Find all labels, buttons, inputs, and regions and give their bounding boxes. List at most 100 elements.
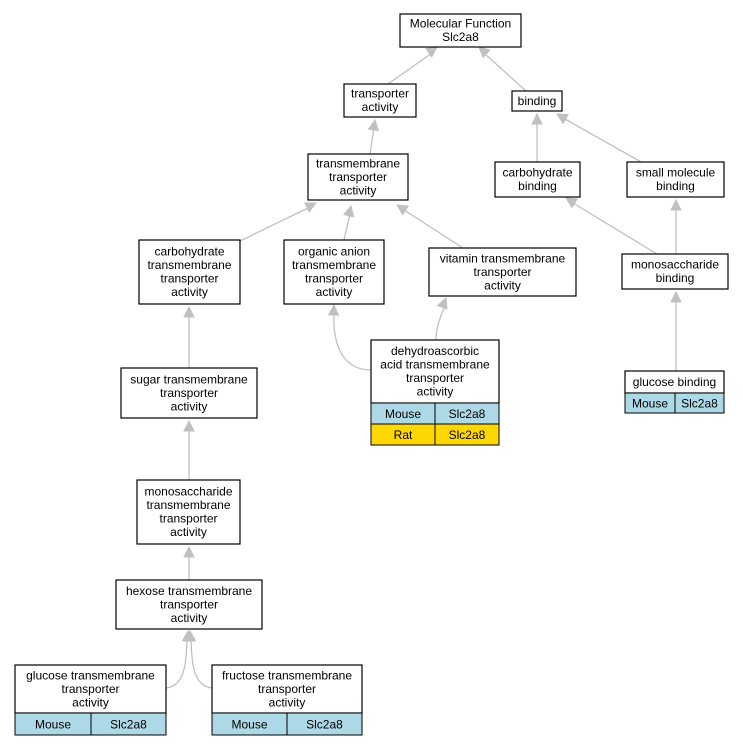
species-label: Mouse bbox=[231, 718, 267, 732]
node-label-line: hexose transmembrane bbox=[126, 584, 252, 598]
node-box bbox=[14, 664, 167, 714]
node-box bbox=[211, 664, 363, 714]
edge-sugar-tm-to-carb-tm bbox=[183, 305, 195, 368]
node-label-line: activity bbox=[484, 278, 521, 292]
node-fructose-tm[interactable]: fructose transmembranetransporteractivit… bbox=[211, 664, 363, 736]
arrowhead-icon bbox=[184, 629, 197, 642]
edge-carb-tm-to-tm-transporter bbox=[239, 202, 318, 242]
node-box bbox=[136, 479, 241, 545]
node-label-line: fructose transmembrane bbox=[222, 668, 352, 682]
node-label-line: activity bbox=[269, 695, 306, 709]
edge-dha-to-vitamin-tm bbox=[435, 296, 448, 341]
node-box bbox=[399, 13, 522, 48]
arrowhead-icon bbox=[367, 118, 380, 132]
node-box bbox=[494, 161, 581, 198]
arrowhead-icon bbox=[425, 46, 438, 58]
node-box bbox=[307, 153, 409, 201]
edge-vitamin-tm-to-tm-transporter bbox=[396, 204, 464, 249]
node-binding[interactable]: binding bbox=[511, 90, 563, 112]
arrowhead-icon bbox=[396, 204, 409, 216]
node-label-line: activity bbox=[72, 695, 109, 709]
node-label-line: activity bbox=[171, 399, 208, 413]
arrowhead-icon bbox=[342, 204, 355, 218]
node-label-line: transporter bbox=[160, 386, 218, 400]
edge-line bbox=[564, 118, 642, 163]
edge-mono-binding-to-small-molecule bbox=[670, 198, 682, 254]
node-label-line: glucose transmembrane bbox=[26, 668, 155, 682]
edge-line bbox=[572, 202, 658, 255]
edge-line bbox=[403, 209, 464, 249]
nodes-layer: Molecular FunctionSlc2a8transporteractiv… bbox=[14, 13, 729, 736]
node-label-line: transmembrane bbox=[147, 258, 231, 272]
node-label-line: transporter bbox=[473, 265, 531, 279]
node-organic-anion[interactable]: organic aniontransmembranetransporteract… bbox=[283, 239, 385, 305]
edge-binding-to-mf bbox=[478, 46, 527, 92]
gene-label: Slc2a8 bbox=[449, 407, 486, 421]
edge-line bbox=[484, 53, 527, 92]
edge-line bbox=[165, 639, 188, 689]
node-label-line: monosaccharide bbox=[144, 485, 232, 499]
node-label-line: carbohydrate bbox=[154, 245, 224, 259]
edge-line bbox=[387, 52, 433, 85]
gene-label: Slc2a8 bbox=[306, 718, 343, 732]
node-carb-tm[interactable]: carbohydratetransmembranetransporteracti… bbox=[138, 239, 241, 305]
node-label-line: monosaccharide bbox=[631, 258, 719, 272]
arrowhead-icon bbox=[183, 419, 195, 432]
node-label-line: activity bbox=[316, 285, 353, 299]
node-box bbox=[621, 253, 729, 290]
arrowhead-icon bbox=[556, 113, 569, 125]
gene-label: Slc2a8 bbox=[110, 718, 147, 732]
edge-tm-transporter-to-transporter bbox=[367, 118, 380, 155]
gene-label: Slc2a8 bbox=[449, 428, 486, 442]
node-label-line: transporter bbox=[406, 371, 464, 385]
gene-cell bbox=[674, 392, 725, 414]
node-label-line: Molecular Function bbox=[410, 17, 511, 31]
node-label-line: activity bbox=[170, 525, 207, 539]
node-label-line: transporter bbox=[160, 272, 218, 286]
node-label-line: carbohydrate bbox=[502, 166, 572, 180]
arrowhead-icon bbox=[327, 303, 340, 316]
species-label: Mouse bbox=[385, 407, 421, 421]
gene-cell bbox=[434, 423, 500, 446]
node-label-line: activity bbox=[171, 611, 208, 625]
edge-hexose-tm-to-mono-tm bbox=[183, 545, 195, 580]
node-label-line: dehydroascorbic bbox=[391, 344, 479, 358]
node-label-line: transporter bbox=[61, 682, 119, 696]
node-glucose-tm[interactable]: glucose transmembranetransporteractivity… bbox=[14, 664, 167, 736]
node-label-line: small molecule bbox=[636, 166, 716, 180]
gene-cell bbox=[286, 712, 363, 736]
edge-dha-to-organic-anion bbox=[327, 303, 372, 371]
edge-line bbox=[190, 639, 213, 689]
species-label: Mouse bbox=[632, 397, 668, 411]
edge-glucose-binding-to-mono-binding bbox=[670, 290, 682, 371]
node-label-line: transmembrane bbox=[146, 498, 230, 512]
node-box bbox=[283, 239, 385, 305]
gene-label: Slc2a8 bbox=[681, 397, 718, 411]
node-box bbox=[115, 579, 263, 630]
species-label: Mouse bbox=[35, 718, 71, 732]
arrowhead-icon bbox=[531, 112, 543, 125]
node-label-line: transporter bbox=[159, 512, 217, 526]
node-box bbox=[626, 161, 725, 198]
edge-line bbox=[239, 207, 309, 242]
node-box bbox=[343, 83, 417, 118]
node-label-line: transporter bbox=[305, 272, 363, 286]
node-label-line: binding bbox=[518, 94, 557, 108]
edge-line bbox=[435, 307, 445, 341]
node-mono-tm[interactable]: monosaccharidetransmembranetransporterac… bbox=[136, 479, 241, 545]
node-label-line: transmembrane bbox=[292, 258, 376, 272]
node-label-line: activity bbox=[362, 100, 399, 114]
gene-cell bbox=[90, 712, 167, 736]
